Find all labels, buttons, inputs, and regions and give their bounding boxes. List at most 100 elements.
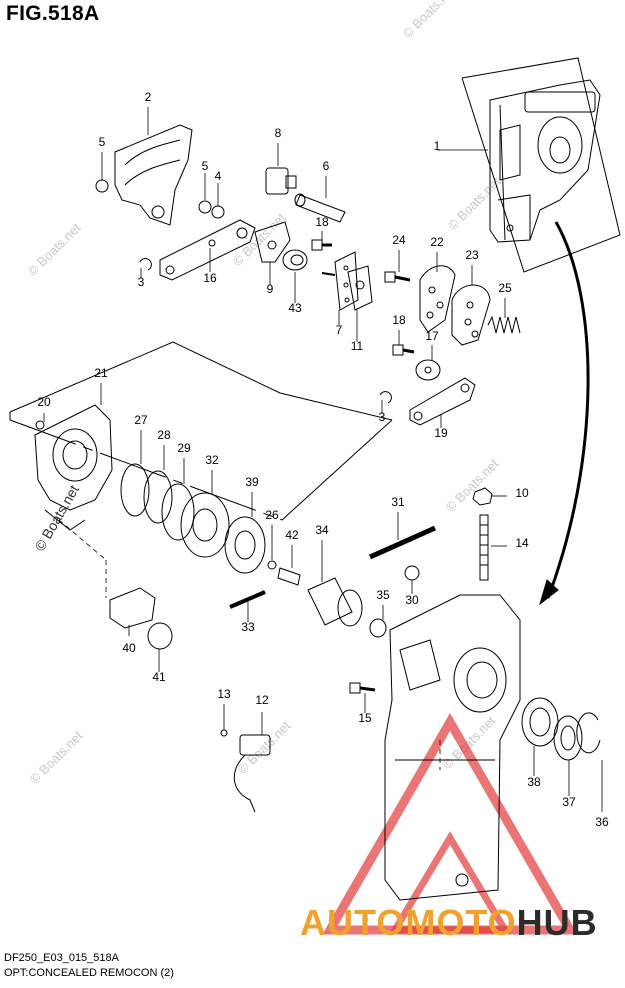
part-label-30: 30 xyxy=(405,593,419,607)
part-6-shaft xyxy=(294,193,346,223)
part-label-32: 32 xyxy=(205,453,219,467)
part-20-screw xyxy=(35,420,45,430)
leader-lines xyxy=(43,107,603,812)
part-14-stud xyxy=(479,514,489,581)
part-38-seal xyxy=(521,697,559,747)
part-label-21: 21 xyxy=(94,366,108,380)
part-18-screw-b xyxy=(392,344,415,356)
part-8-knob xyxy=(265,167,297,195)
part-label-18: 18 xyxy=(315,215,329,229)
logo-triangle-icon xyxy=(322,712,578,935)
part-label-41: 41 xyxy=(152,670,166,684)
part-15-screw xyxy=(349,682,376,694)
part-label-26: 26 xyxy=(265,508,279,522)
part-33-pin xyxy=(229,590,266,609)
part-4-washer xyxy=(211,205,225,219)
part-11-plate xyxy=(334,251,359,311)
part-39-washer xyxy=(224,516,266,574)
part-label-25: 25 xyxy=(498,281,512,295)
part-label-29: 29 xyxy=(177,441,191,455)
part-label-10: 10 xyxy=(515,486,529,500)
part-13-screw xyxy=(220,729,228,737)
part-label-39: 39 xyxy=(245,475,259,489)
logo-text-part2: HUB xyxy=(516,902,598,943)
part-43-bushing xyxy=(282,249,308,271)
boundary-line xyxy=(9,419,283,521)
part-26-ball xyxy=(267,560,277,570)
part-label-23: 23 xyxy=(465,248,479,262)
assembly-arrow xyxy=(546,221,590,599)
part-28-ring xyxy=(143,470,173,524)
part-label-9: 9 xyxy=(267,282,274,296)
part-36-snap-ring xyxy=(576,712,601,754)
main-housing xyxy=(384,594,521,901)
part-18-screw-a xyxy=(311,239,332,251)
part-25-spring xyxy=(487,315,521,334)
part-label-3: 3 xyxy=(138,275,145,289)
part-24-screw xyxy=(384,271,411,283)
part-19-lever xyxy=(409,377,476,426)
part-41-ring xyxy=(147,622,173,650)
part-label-38: 38 xyxy=(527,775,541,789)
part-label-8: 8 xyxy=(275,126,282,140)
automotohub-logo: AUTOMOTOHUB xyxy=(300,902,598,944)
part-32-gear xyxy=(180,492,230,558)
part-label-35: 35 xyxy=(376,588,390,602)
part-label-43: 43 xyxy=(288,301,302,315)
part-label-12: 12 xyxy=(255,693,269,707)
part-label-5: 5 xyxy=(202,159,209,173)
part-27-ring xyxy=(120,463,150,517)
part-label-34: 34 xyxy=(315,523,329,537)
figure-code: DF250_E03_015_518A xyxy=(4,952,119,964)
group-boundary-lower xyxy=(9,341,393,421)
part-label-13: 13 xyxy=(217,687,231,701)
part-16-link-plate xyxy=(159,219,256,281)
part-29-ring xyxy=(161,483,195,541)
part-label-3: 3 xyxy=(379,410,386,424)
logo-text-part1: AUTOMOTO xyxy=(300,902,517,943)
part-40-bracket xyxy=(109,587,156,629)
part-label-27: 27 xyxy=(134,413,148,427)
part-12-switch xyxy=(233,734,271,813)
part-label-11: 11 xyxy=(351,339,364,353)
part-label-17: 17 xyxy=(425,329,439,343)
part-label-40: 40 xyxy=(122,641,136,655)
part-30-cap xyxy=(404,565,420,581)
part-22-cam xyxy=(419,265,456,333)
part-label-31: 31 xyxy=(391,495,405,509)
part-label-16: 16 xyxy=(203,271,217,285)
part-label-37: 37 xyxy=(562,795,576,809)
figure-title: FIG.518A xyxy=(6,2,100,25)
part-34-gear-shaft xyxy=(307,577,363,627)
part-label-24: 24 xyxy=(392,233,406,247)
part-35-bushing xyxy=(369,618,387,638)
boundary-line xyxy=(281,419,393,521)
part-label-4: 4 xyxy=(215,169,222,183)
part-label-33: 33 xyxy=(241,620,255,634)
part-label-14: 14 xyxy=(515,536,529,550)
part-10-nut xyxy=(472,487,493,506)
part-label-2: 2 xyxy=(145,90,152,104)
part-label-22: 22 xyxy=(430,235,444,249)
part-5-washer-a xyxy=(95,179,109,193)
part-label-18: 18 xyxy=(392,313,406,327)
part-label-36: 36 xyxy=(595,815,609,829)
part-3-clip-a xyxy=(139,258,152,271)
part-label-5: 5 xyxy=(99,135,106,149)
figure-description: OPT:CONCEALED REMOCON (2) xyxy=(4,967,174,979)
part-5-washer-b xyxy=(198,200,212,214)
part-label-19: 19 xyxy=(434,426,448,440)
part-7-pin xyxy=(321,272,336,276)
part-21-cover xyxy=(34,404,113,531)
part-2-bracket xyxy=(114,124,193,226)
part-23-cam xyxy=(451,284,491,346)
part-3-clip-b xyxy=(379,391,392,404)
part-label-42: 42 xyxy=(285,528,299,542)
part-42-pin xyxy=(277,567,301,586)
part-7-plate xyxy=(347,265,373,311)
part-label-7: 7 xyxy=(336,323,343,337)
part-label-6: 6 xyxy=(323,159,330,173)
part-37-washer xyxy=(553,715,583,761)
